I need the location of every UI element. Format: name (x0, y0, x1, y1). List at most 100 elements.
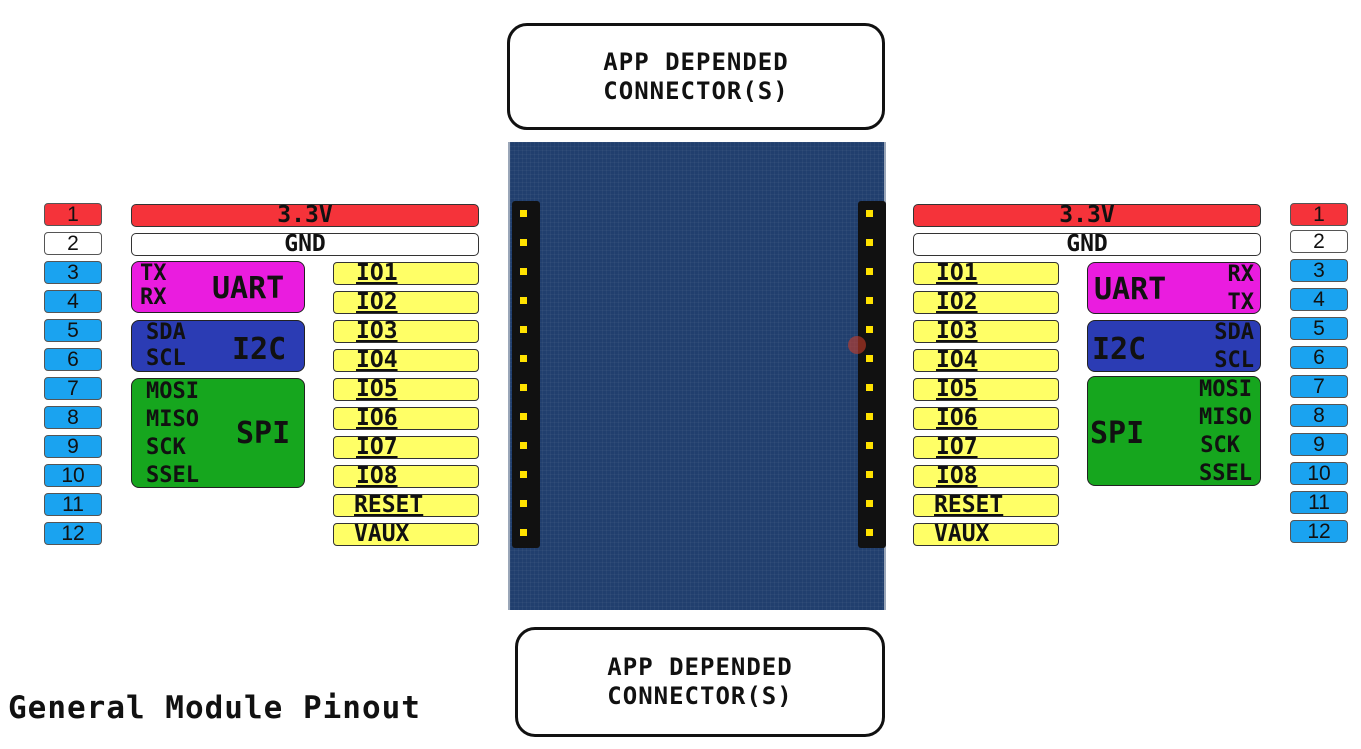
pin-marker-dot (848, 336, 866, 354)
right-uart-group: UART RX TX (1087, 262, 1261, 315)
right-pin-number: 1 (1290, 203, 1348, 226)
uart-signal: TX (1227, 290, 1255, 315)
spi-signal: MOSI (1199, 377, 1252, 402)
io-label: IO5 (356, 376, 398, 402)
io-label: IO7 (936, 434, 978, 460)
io-label: IO2 (356, 289, 398, 315)
io-label: IO3 (936, 318, 978, 344)
right-pin-number: 8 (1290, 404, 1348, 427)
left-pin-number: 10 (44, 464, 102, 487)
left-pin-number: 1 (44, 203, 102, 226)
io-label: IO8 (356, 463, 398, 489)
right-pin-number: 3 (1290, 259, 1348, 282)
right-io-pin: RESET (913, 494, 1059, 517)
spi-label: SPI (1090, 416, 1145, 451)
left-pin-number: 8 (44, 406, 102, 429)
left-pin-number: 6 (44, 348, 102, 371)
app-connector-top: APP DEPENDED CONNECTOR(S) (507, 23, 885, 130)
right-pin-number: 12 (1290, 520, 1348, 543)
left-io-pin: RESET (333, 494, 479, 517)
right-gnd-bar: GND (913, 233, 1261, 256)
left-pin-number: 2 (44, 232, 102, 255)
left-pin-number: 7 (44, 377, 102, 400)
spi-signal: SCK (1200, 433, 1240, 458)
spi-label: SPI (236, 416, 291, 451)
io-label: VAUX (934, 521, 990, 547)
spi-signal: SSEL (146, 463, 199, 488)
app-connector-bottom-line1: APP DEPENDED (607, 653, 793, 681)
left-pin-header (512, 201, 540, 548)
left-pin-number: 4 (44, 290, 102, 313)
right-io-pin: IO8 (913, 465, 1059, 488)
left-pin-number: 11 (44, 493, 102, 516)
right-pin-number: 11 (1290, 491, 1348, 514)
uart-signal: RX (140, 285, 167, 310)
io-label: IO6 (356, 405, 398, 431)
uart-signal: RX (1227, 262, 1255, 287)
left-spi-group: MOSI MISO SCK SSEL SPI (131, 378, 305, 488)
left-uart-group: TX RX UART (131, 261, 305, 313)
spi-signal: SCK (146, 435, 186, 460)
right-pin-number: 10 (1290, 462, 1348, 485)
io-label: IO3 (356, 318, 398, 344)
right-pin-number: 5 (1290, 317, 1348, 340)
uart-label: UART (212, 271, 285, 306)
right-io-pin: IO6 (913, 407, 1059, 430)
io-label: VAUX (354, 521, 410, 547)
right-pin-number: 9 (1290, 433, 1348, 456)
i2c-signal: SCL (1214, 348, 1254, 373)
spi-signal: SSEL (1199, 461, 1252, 486)
left-pin-number: 12 (44, 522, 102, 545)
app-connector-top-line1: APP DEPENDED (603, 47, 789, 76)
i2c-signal: SCL (146, 346, 186, 371)
right-io-pin: IO7 (913, 436, 1059, 459)
io-label: IO5 (936, 376, 978, 402)
spi-signal: MISO (1199, 405, 1252, 430)
io-label: IO2 (936, 289, 978, 315)
left-io-pin: IO7 (333, 436, 479, 459)
spi-signal: MISO (146, 407, 199, 432)
right-io-pin: IO3 (913, 320, 1059, 343)
app-connector-bottom-line2: CONNECTOR(S) (607, 682, 793, 710)
left-pin-number: 3 (44, 261, 102, 284)
io-label: IO1 (356, 260, 398, 286)
i2c-label: I2C (1092, 332, 1147, 367)
left-io-pin: IO5 (333, 378, 479, 401)
io-label: IO7 (356, 434, 398, 460)
left-io-pin: IO2 (333, 291, 479, 314)
right-spi-group: SPI MOSI MISO SCK SSEL (1087, 376, 1261, 486)
left-3v3-bar: 3.3V (131, 204, 479, 227)
right-pin-number: 2 (1290, 230, 1348, 253)
app-connector-top-line2: CONNECTOR(S) (603, 76, 789, 105)
i2c-label: I2C (232, 332, 287, 367)
i2c-signal: SDA (1214, 320, 1254, 345)
left-i2c-group: SDA SCL I2C (131, 320, 305, 372)
left-io-pin: IO1 (333, 262, 479, 285)
right-io-pin: VAUX (913, 523, 1059, 546)
right-pin-number: 4 (1290, 288, 1348, 311)
left-io-pin: IO3 (333, 320, 479, 343)
uart-label: UART (1094, 272, 1167, 307)
left-io-pin: IO6 (333, 407, 479, 430)
io-label: IO6 (936, 405, 978, 431)
spi-signal: MOSI (146, 379, 199, 404)
left-pin-number: 5 (44, 319, 102, 342)
diagram-title: General Module Pinout (8, 690, 421, 726)
right-io-pin: IO4 (913, 349, 1059, 372)
io-label: IO8 (936, 463, 978, 489)
left-io-pin: VAUX (333, 523, 479, 546)
io-label: RESET (934, 492, 1004, 518)
right-pin-header (858, 201, 886, 548)
right-io-pin: IO2 (913, 291, 1059, 314)
right-io-pin: IO1 (913, 262, 1059, 285)
io-label: IO4 (936, 347, 978, 373)
left-gnd-bar: GND (131, 233, 479, 256)
io-label: IO4 (356, 347, 398, 373)
module-board (508, 142, 886, 610)
i2c-signal: SDA (146, 320, 186, 345)
right-pin-number: 7 (1290, 375, 1348, 398)
io-label: IO1 (936, 260, 978, 286)
right-i2c-group: I2C SDA SCL (1087, 320, 1261, 373)
uart-signal: TX (140, 261, 167, 286)
right-3v3-bar: 3.3V (913, 204, 1261, 227)
